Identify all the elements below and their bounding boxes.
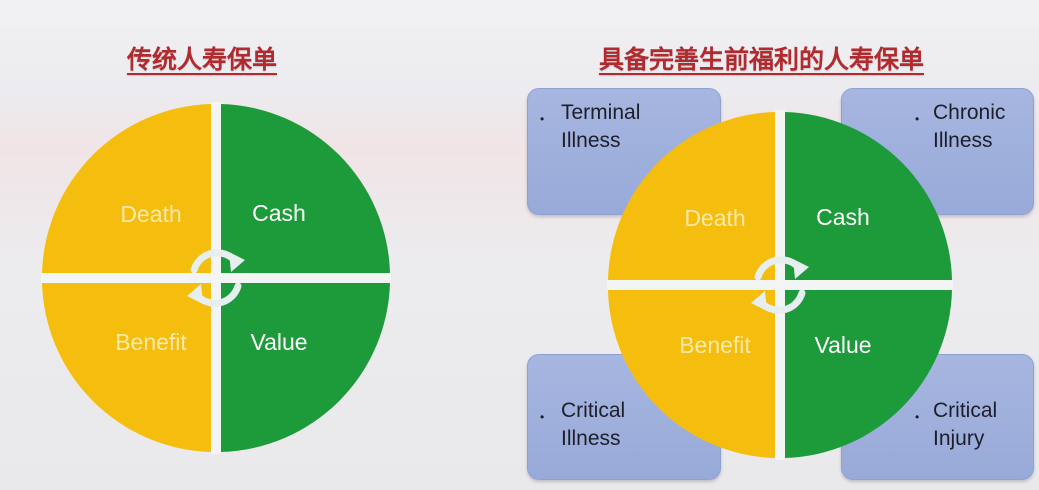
bullet-icon: • [915,112,920,126]
quadrant-top-right [785,112,952,280]
cycle-arrowheads-icon [187,252,245,304]
callout-line2: Illness [933,129,993,152]
callout-text: Critical Illness [561,397,671,453]
callout-text: Chronic Illness [933,99,1039,155]
bullet-icon: • [540,112,545,126]
label-death: Death [120,201,181,227]
callout-line2: Illness [561,129,621,152]
quadrant-bottom-left [42,283,211,452]
label-value: Value [814,332,871,358]
callout-line1: Chronic [933,101,1006,124]
horizontal-divider [41,273,391,283]
quadrant-top-left [608,112,775,280]
quadrant-top-right [221,104,390,273]
cycle-arrowheads-icon [751,259,809,311]
bullet-icon: • [540,410,545,424]
quadrant-top-left [42,104,211,273]
quadrant-bottom-left [608,290,775,458]
callout-line2: Injury [933,427,985,450]
label-value: Value [250,329,307,355]
callout-text: Critical Injury [933,397,1039,453]
bullet-icon: • [915,410,920,424]
callout-line1: Critical [561,399,626,422]
quadrant-bottom-right [221,283,390,452]
callout-line1: Terminal [561,101,641,124]
callout-line1: Critical [933,399,998,422]
right-quadrant-diagram: Death Cash Benefit Value [607,110,953,460]
callout-text: Terminal Illness [561,99,671,155]
label-cash: Cash [252,200,306,226]
label-benefit: Benefit [115,329,187,355]
left-quadrant-diagram: Death Cash Benefit Value [41,102,391,454]
label-death: Death [684,205,745,231]
label-benefit: Benefit [679,332,751,358]
label-cash: Cash [816,204,870,230]
left-diagram-title: 传统人寿保单 [127,45,278,74]
quadrant-bottom-right [785,290,952,458]
callout-line2: Illness [561,427,621,450]
right-diagram-title: 具备完善生前福利的人寿保单 [599,45,925,74]
horizontal-divider [607,280,953,290]
